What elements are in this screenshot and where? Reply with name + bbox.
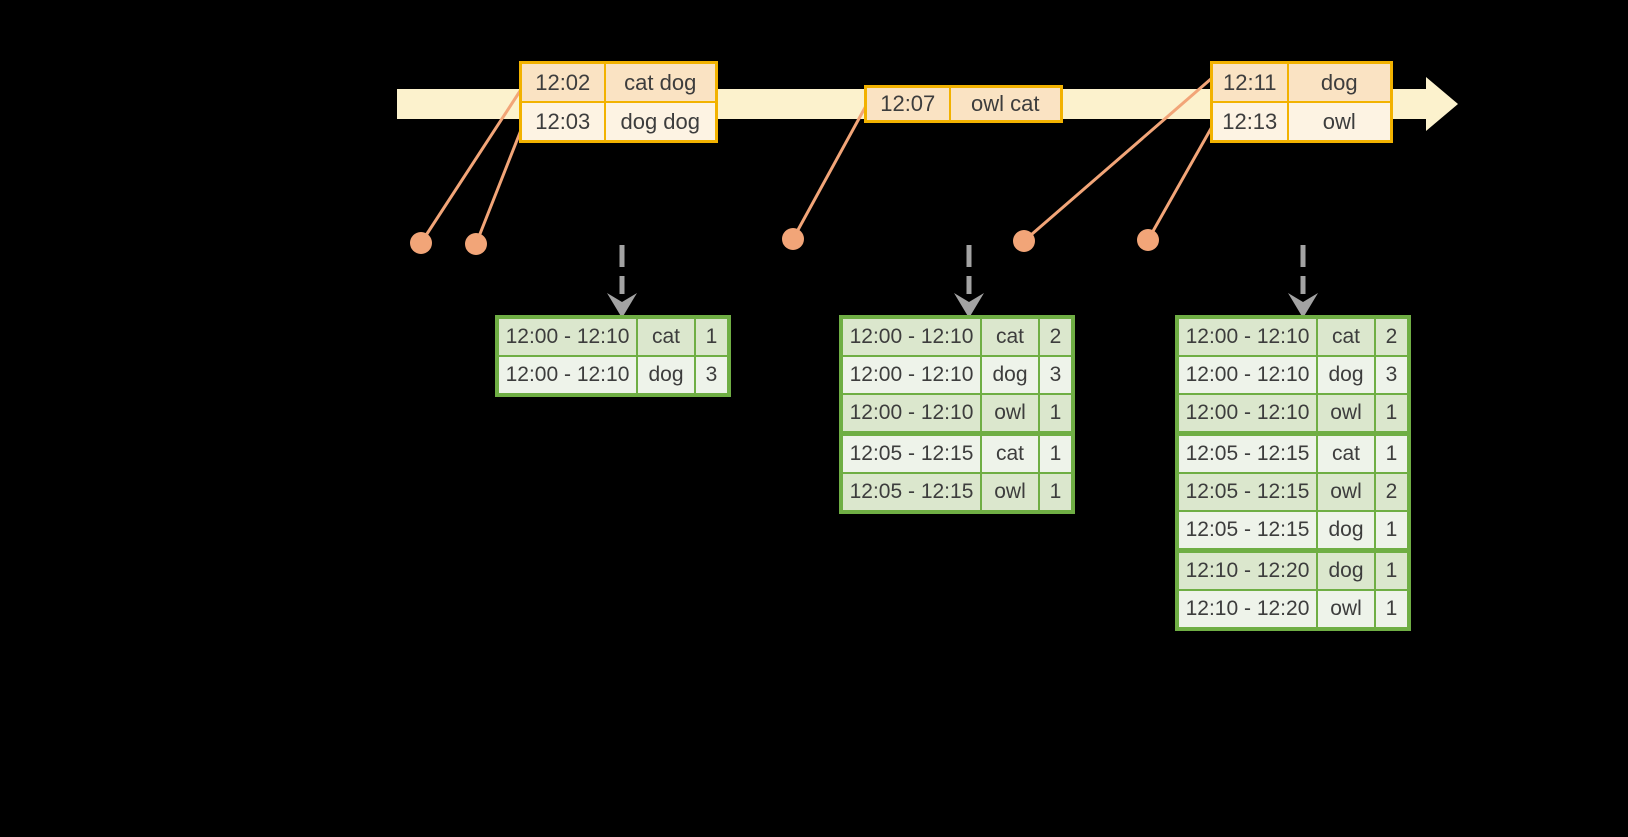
event-words-cell: owl cat <box>948 85 1063 123</box>
window-cell: 12:10 - 12:20 <box>1176 548 1318 591</box>
word-cell: owl <box>1316 393 1376 435</box>
window-cell: 12:00 - 12:10 <box>840 355 982 395</box>
trigger-arrow <box>954 245 984 318</box>
word-cell: owl <box>980 472 1040 513</box>
count-cell: 3 <box>694 355 730 396</box>
trigger-arrow-head-icon <box>954 293 984 318</box>
event-marker-line <box>1023 76 1213 243</box>
count-cell: 1 <box>1374 548 1410 591</box>
event-table-3: 12:11 dog 12:13 owl <box>1210 61 1393 143</box>
count-cell: 1 <box>1374 589 1410 630</box>
event-time-cell: 12:07 <box>864 85 951 123</box>
count-cell: 2 <box>1374 316 1410 357</box>
window-cell: 12:05 - 12:15 <box>1176 510 1318 552</box>
window-cell: 12:00 - 12:10 <box>1176 316 1318 357</box>
count-cell: 2 <box>1374 472 1410 512</box>
word-cell: dog <box>1316 355 1376 395</box>
window-cell: 12:00 - 12:10 <box>496 355 638 396</box>
count-cell: 2 <box>1038 316 1074 357</box>
window-cell: 12:05 - 12:15 <box>840 472 982 513</box>
event-time-cell: 12:13 <box>1210 101 1289 143</box>
word-cell: dog <box>636 355 696 396</box>
word-cell: dog <box>1316 510 1376 552</box>
event-table-1: 12:02 cat dog 12:03 dog dog <box>519 61 718 143</box>
count-cell: 1 <box>1038 393 1074 435</box>
count-cell: 3 <box>1038 355 1074 395</box>
word-cell: cat <box>1316 431 1376 474</box>
window-cell: 12:00 - 12:10 <box>840 393 982 435</box>
event-marker-dot <box>410 232 432 254</box>
event-row: 12:13 owl <box>1210 101 1393 143</box>
event-words-cell: dog dog <box>603 101 718 143</box>
event-table-2: 12:07 owl cat <box>864 85 1063 123</box>
event-row: 12:11 dog <box>1210 61 1393 103</box>
word-cell: cat <box>980 316 1040 357</box>
word-cell: dog <box>980 355 1040 395</box>
event-marker-line <box>474 124 525 245</box>
event-time-cell: 12:03 <box>519 101 606 143</box>
count-cell: 3 <box>1374 355 1410 395</box>
event-marker-dot <box>1013 230 1035 252</box>
word-cell: dog <box>1316 548 1376 591</box>
event-row: 12:02 cat dog <box>519 61 718 103</box>
event-marker-line <box>1146 124 1215 241</box>
count-cell: 1 <box>1038 431 1074 474</box>
count-cell: 1 <box>694 316 730 357</box>
count-cell: 1 <box>1374 431 1410 474</box>
count-cell: 1 <box>1374 393 1410 435</box>
window-cell: 12:00 - 12:10 <box>840 316 982 357</box>
word-cell: owl <box>1316 589 1376 630</box>
event-marker-dot <box>782 228 804 250</box>
event-time-cell: 12:11 <box>1210 61 1289 103</box>
window-cell: 12:05 - 12:15 <box>840 431 982 474</box>
event-row: 12:07 owl cat <box>864 85 1063 123</box>
event-marker-dot <box>1137 229 1159 251</box>
event-marker-line <box>791 103 869 240</box>
window-cell: 12:05 - 12:15 <box>1176 431 1318 474</box>
window-cell: 12:00 - 12:10 <box>496 316 638 357</box>
event-words-cell: dog <box>1286 61 1393 103</box>
word-cell: cat <box>980 431 1040 474</box>
window-cell: 12:00 - 12:10 <box>1176 393 1318 435</box>
event-words-cell: owl <box>1286 101 1393 143</box>
window-cell: 12:00 - 12:10 <box>1176 355 1318 395</box>
window-cell: 12:10 - 12:20 <box>1176 589 1318 630</box>
word-cell: cat <box>636 316 696 357</box>
trigger-arrow-head-icon <box>1288 293 1318 318</box>
word-cell: owl <box>980 393 1040 435</box>
event-marker-dot <box>465 233 487 255</box>
trigger-arrow <box>1288 245 1318 318</box>
count-cell: 1 <box>1038 472 1074 513</box>
window-cell: 12:05 - 12:15 <box>1176 472 1318 512</box>
event-row: 12:03 dog dog <box>519 101 718 143</box>
word-cell: owl <box>1316 472 1376 512</box>
trigger-arrow-head-icon <box>607 293 637 318</box>
trigger-arrow <box>607 245 637 318</box>
event-time-cell: 12:02 <box>519 61 606 103</box>
word-cell: cat <box>1316 316 1376 357</box>
count-cell: 1 <box>1374 510 1410 552</box>
event-words-cell: cat dog <box>603 61 718 103</box>
event-marker-line <box>419 87 524 244</box>
